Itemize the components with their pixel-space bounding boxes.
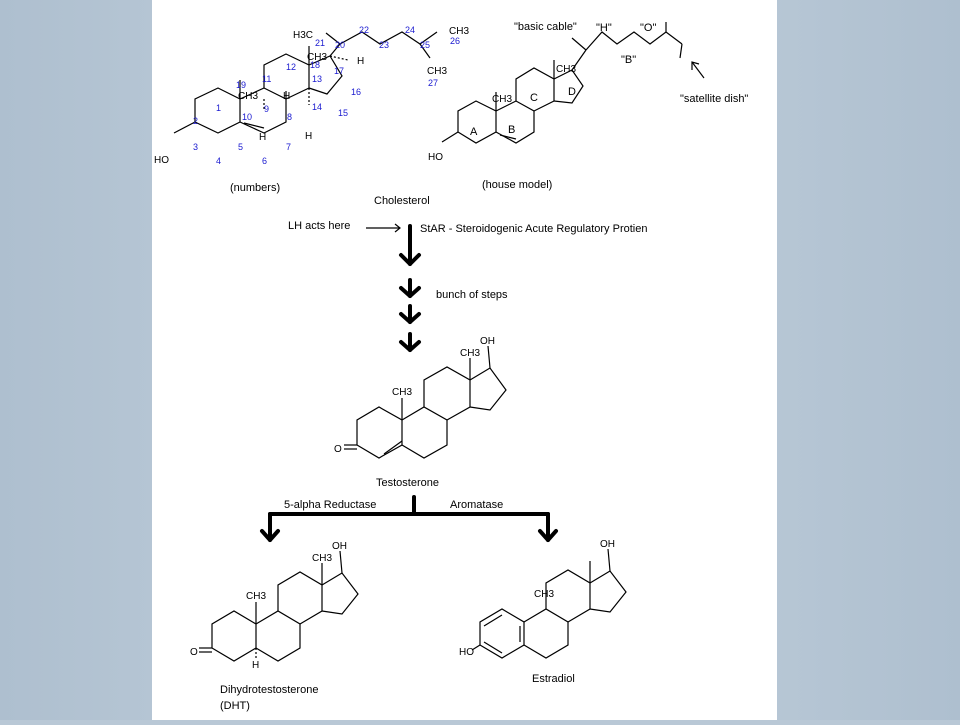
satellite-dish-label: "satellite dish" [680, 93, 748, 105]
ring-c-label: C [530, 92, 538, 104]
carbon-number: 26 [450, 36, 460, 46]
carbon-number: 1 [216, 103, 221, 113]
star-label: StAR - Steroidogenic Acute Regulatory Pr… [420, 223, 647, 235]
testosterone-ch3-b-label: CH3 [460, 348, 480, 359]
testosterone-o-label: O [334, 444, 342, 455]
dht-h-label: H [252, 660, 259, 671]
dht-name-label: Dihydrotestosterone [220, 684, 318, 696]
carbon-number: 6 [262, 156, 267, 166]
carbon-number: 21 [315, 38, 325, 48]
h8-label: H [283, 91, 290, 102]
estradiol-ho-label: HO [459, 647, 474, 658]
bunch-of-steps-label: bunch of steps [436, 289, 508, 301]
dht-o-label: O [190, 647, 198, 658]
cholesterol-label: Cholesterol [374, 195, 430, 207]
estradiol-name-label: Estradiol [532, 673, 575, 685]
carbon-number: 18 [310, 60, 320, 70]
carbon-number: 19 [236, 80, 246, 90]
o-quote-label: "O" [640, 22, 656, 34]
ho-label: HO [154, 155, 169, 166]
carbon-number: 5 [238, 142, 243, 152]
carbon-number: 13 [312, 74, 322, 84]
dht-ch3-b-label: CH3 [312, 553, 332, 564]
ring-d-label: D [568, 86, 576, 98]
carbon-number: 20 [335, 40, 345, 50]
testosterone-ch3-a-label: CH3 [392, 387, 412, 398]
numbers-caption: (numbers) [230, 182, 280, 194]
down-arrow [399, 224, 421, 266]
cholesterol-house-model-structure: HO CH3 CH3 A B C D "basic cable" "H" "O"… [428, 21, 748, 191]
testosterone-label: Testosterone [376, 477, 439, 489]
carbon-number: 11 [262, 74, 271, 84]
house-ho-label: HO [428, 152, 443, 163]
estradiol-ch3-label: CH3 [534, 589, 554, 600]
carbon-number: 9 [264, 104, 269, 114]
steroidogenesis-diagram: HO H3C CH3 CH3 CH3 CH3 H H H H 1 2 3 4 5… [154, 21, 748, 712]
carbon-numbers: 1 2 3 4 5 6 7 8 9 10 11 12 13 14 15 16 1… [193, 25, 460, 166]
down-arrow [399, 304, 421, 324]
h-quote-label: "H" [596, 22, 612, 34]
house-ch3-b-label: CH3 [556, 64, 576, 75]
carbon-number: 15 [338, 108, 348, 118]
dht-structure: O H CH3 CH3 OH Dihydrotestosterone (DHT) [190, 541, 359, 712]
carbon-number: 22 [359, 25, 369, 35]
estradiol-oh-label: OH [600, 539, 615, 550]
ch3-18-label: CH3 [307, 52, 327, 63]
ch3-27-label: CH3 [427, 66, 447, 77]
h14-label: H [305, 131, 312, 142]
reductase-label: 5-alpha Reductase [284, 499, 376, 511]
carbon-number: 14 [312, 102, 322, 112]
carbon-number: 3 [193, 142, 198, 152]
slide: HO H3C CH3 CH3 CH3 CH3 H H H H 1 2 3 4 5… [152, 0, 777, 720]
carbon-number: 4 [216, 156, 221, 166]
carbon-number: 23 [379, 40, 389, 50]
carbon-number: 8 [287, 112, 292, 122]
testosterone-oh-label: OH [480, 336, 495, 347]
carbon-number: 12 [286, 62, 296, 72]
aromatase-label: Aromatase [450, 499, 503, 511]
carbon-number: 27 [428, 78, 438, 88]
house-model-caption: (house model) [482, 179, 552, 191]
b-quote-label: "B" [621, 54, 636, 66]
house-ch3-a-label: CH3 [492, 94, 512, 105]
carbon-number: 24 [405, 25, 415, 35]
ring-b-label: B [508, 124, 515, 136]
h3c-label: H3C [293, 30, 313, 41]
h9-label: H [259, 132, 266, 143]
down-arrow [399, 332, 421, 352]
cholesterol-numbered-structure: HO H3C CH3 CH3 CH3 CH3 H H H H 1 2 3 4 5… [154, 25, 469, 194]
down-arrow [399, 278, 421, 298]
ch3-26-label: CH3 [449, 26, 469, 37]
carbon-number: 2 [193, 116, 198, 126]
carbon-number: 10 [242, 112, 252, 122]
lh-label: LH acts here [288, 220, 350, 232]
dht-ch3-a-label: CH3 [246, 591, 266, 602]
estradiol-structure: HO CH3 OH Estradiol [459, 539, 627, 685]
h17-label: H [357, 56, 364, 67]
dht-abbrev-label: (DHT) [220, 700, 250, 712]
carbon-number: 17 [334, 66, 344, 76]
ring-a-label: A [470, 126, 478, 138]
ch3-19-label: CH3 [238, 91, 258, 102]
basic-cable-label: "basic cable" [514, 21, 577, 33]
testosterone-structure: O CH3 CH3 OH [334, 336, 507, 459]
pathway: Cholesterol LH acts here StAR - Steroido… [260, 195, 647, 542]
dht-oh-label: OH [332, 541, 347, 552]
carbon-number: 7 [286, 142, 291, 152]
carbon-number: 25 [420, 40, 430, 50]
carbon-number: 16 [351, 87, 361, 97]
